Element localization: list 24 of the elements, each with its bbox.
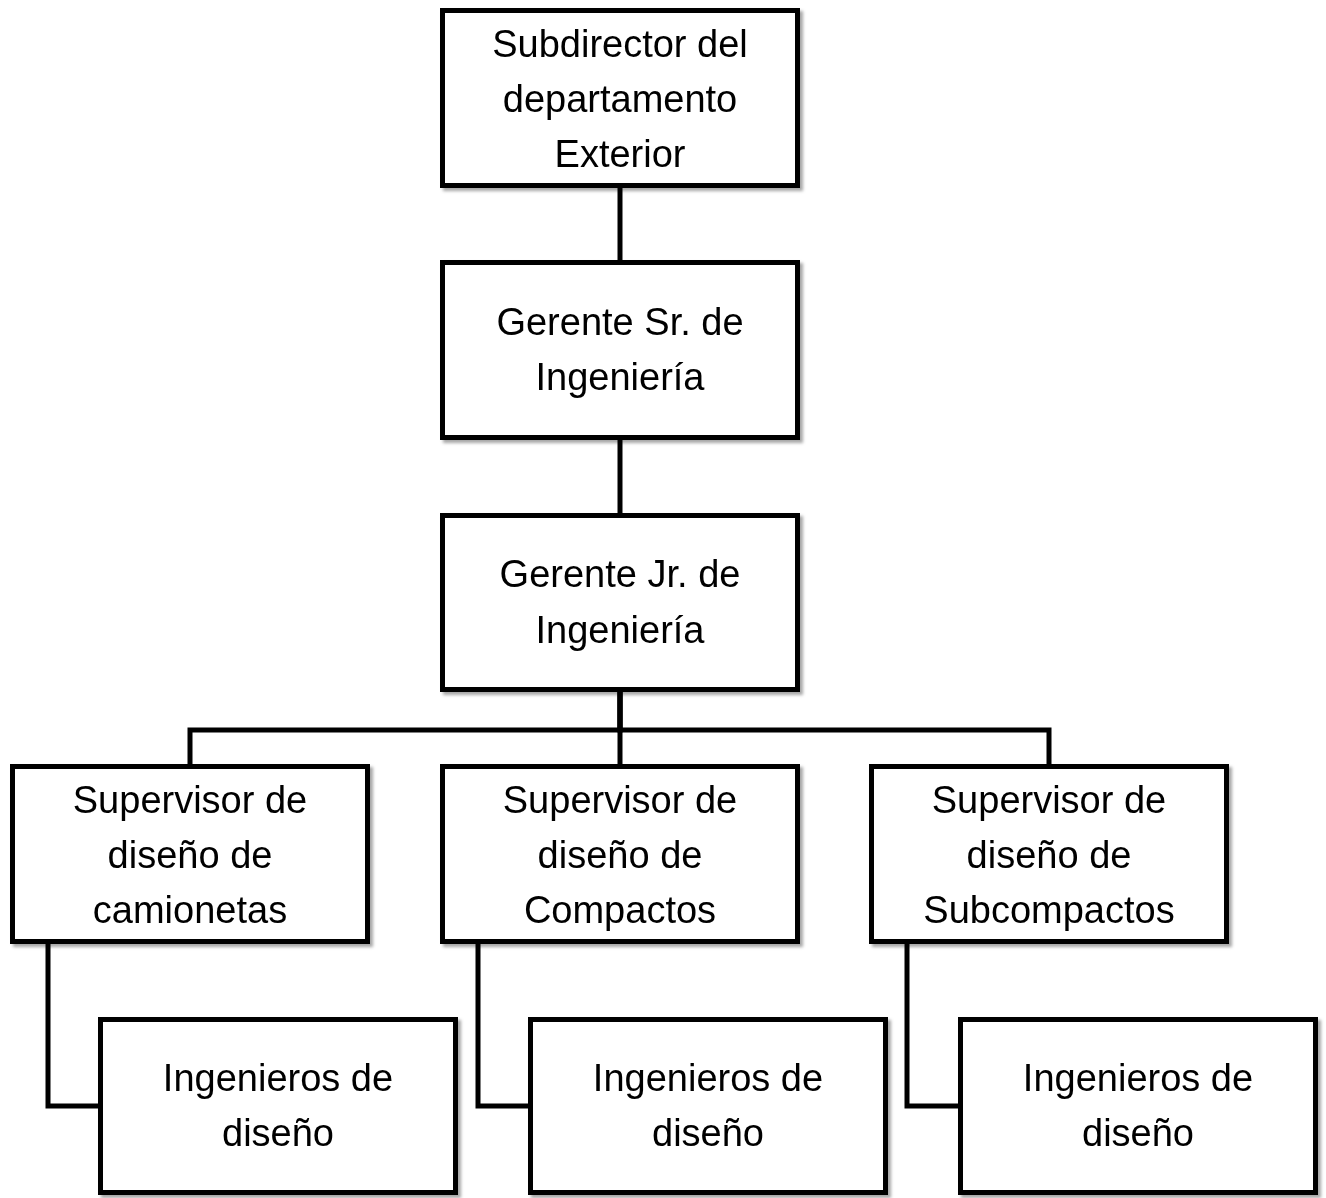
- org-box: [440, 260, 800, 440]
- connector-line: [45, 944, 98, 1109]
- role-title: Ingenieros de diseño: [1021, 1055, 1255, 1156]
- role-title: Gerente Jr. de Ingeniería: [498, 552, 742, 653]
- org-box: [528, 1017, 888, 1195]
- org-box: [958, 1017, 1318, 1195]
- role-title: Supervisor de diseño de Subcompactos: [922, 778, 1176, 934]
- connector-line: [475, 944, 528, 1109]
- role-title: Ingenieros de diseño: [591, 1055, 825, 1156]
- role-title: Supervisor de diseño de Compactos: [501, 778, 739, 934]
- role-title: Supervisor de diseño de camionetas: [71, 778, 309, 934]
- role-title: Subdirector del departamento Exterior: [491, 22, 749, 178]
- role-title: Ingenieros de diseño: [161, 1055, 395, 1156]
- org-box: [869, 764, 1229, 944]
- org-box: [98, 1017, 458, 1195]
- role-title: Gerente Sr. de Ingeniería: [495, 299, 745, 400]
- org-box: [440, 8, 800, 188]
- connector-line: [617, 188, 623, 260]
- org-box: [10, 764, 370, 944]
- connector-line: [617, 440, 623, 513]
- org-box: [440, 764, 800, 944]
- org-box: [440, 513, 800, 692]
- connector-line: [904, 944, 958, 1109]
- connector-line: [617, 692, 1052, 764]
